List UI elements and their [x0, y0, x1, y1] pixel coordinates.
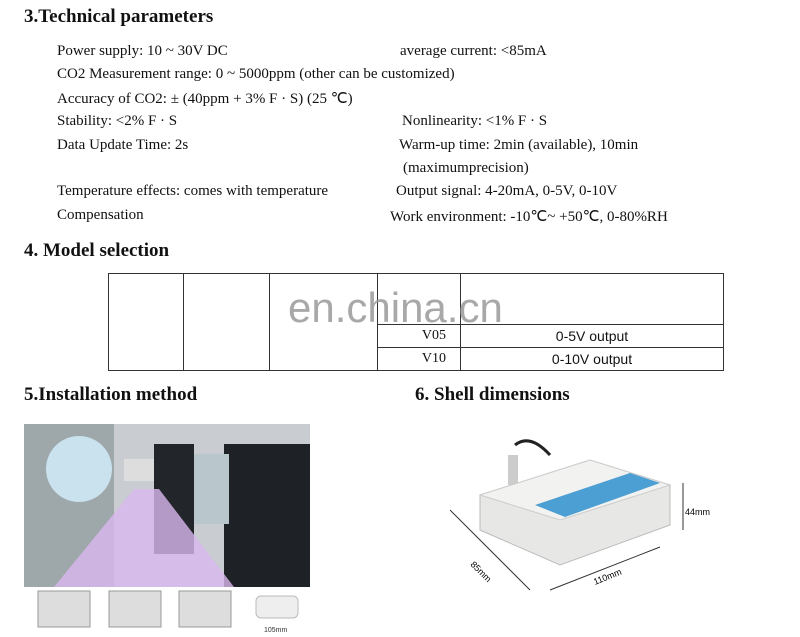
- param-temp: Temperature effects: comes with temperat…: [57, 183, 329, 199]
- param-current: average current: <85mA: [400, 43, 547, 59]
- dimension-label: 105mm: [264, 627, 288, 632]
- installation-image: 105mm: [24, 424, 310, 632]
- model-code: V05: [377, 324, 461, 348]
- param-nonlinearity: Nonlinearity: <1% F · S: [402, 113, 548, 129]
- model-desc: 0-5V output: [460, 324, 724, 348]
- section-title-model: 4. Model selection: [24, 240, 170, 261]
- model-desc: 0-10V output: [460, 347, 724, 371]
- param-update: Data Update Time: 2s: [57, 137, 189, 153]
- model-code: V10: [377, 347, 461, 371]
- section-title-technical: 3.Technical parameters: [24, 6, 214, 27]
- param-range: CO2 Measurement range: 0 ~ 5000ppm (othe…: [57, 66, 455, 82]
- width-label: 110mm: [592, 567, 623, 587]
- height-label: 44mm: [685, 507, 710, 517]
- param-output: Output signal: 4-20mA, 0-5V, 0-10V: [396, 183, 618, 199]
- watermark: en.china.cn: [288, 284, 503, 331]
- param-accuracy: Accuracy of CO2: ± (40ppm + 3% F · S) (2…: [57, 91, 353, 107]
- param-warmup: Warm-up time: 2min (available), 10min: [399, 137, 639, 153]
- section-title-shell: 6. Shell dimensions: [415, 384, 570, 405]
- param-power: Power supply: 10 ~ 30V DC: [57, 43, 228, 59]
- shell-dimension-diagram: 44mm 85mm 110mm: [449, 439, 710, 591]
- section-title-installation: 5.Installation method: [24, 384, 198, 405]
- param-comp: Compensation: [57, 207, 144, 223]
- depth-label: 85mm: [469, 559, 494, 584]
- param-stability: Stability: <2% F · S: [57, 113, 178, 129]
- param-environment: Work environment: -10℃~ +50℃, 0-80%RH: [390, 209, 668, 225]
- param-warmup2: (maximumprecision): [403, 160, 529, 176]
